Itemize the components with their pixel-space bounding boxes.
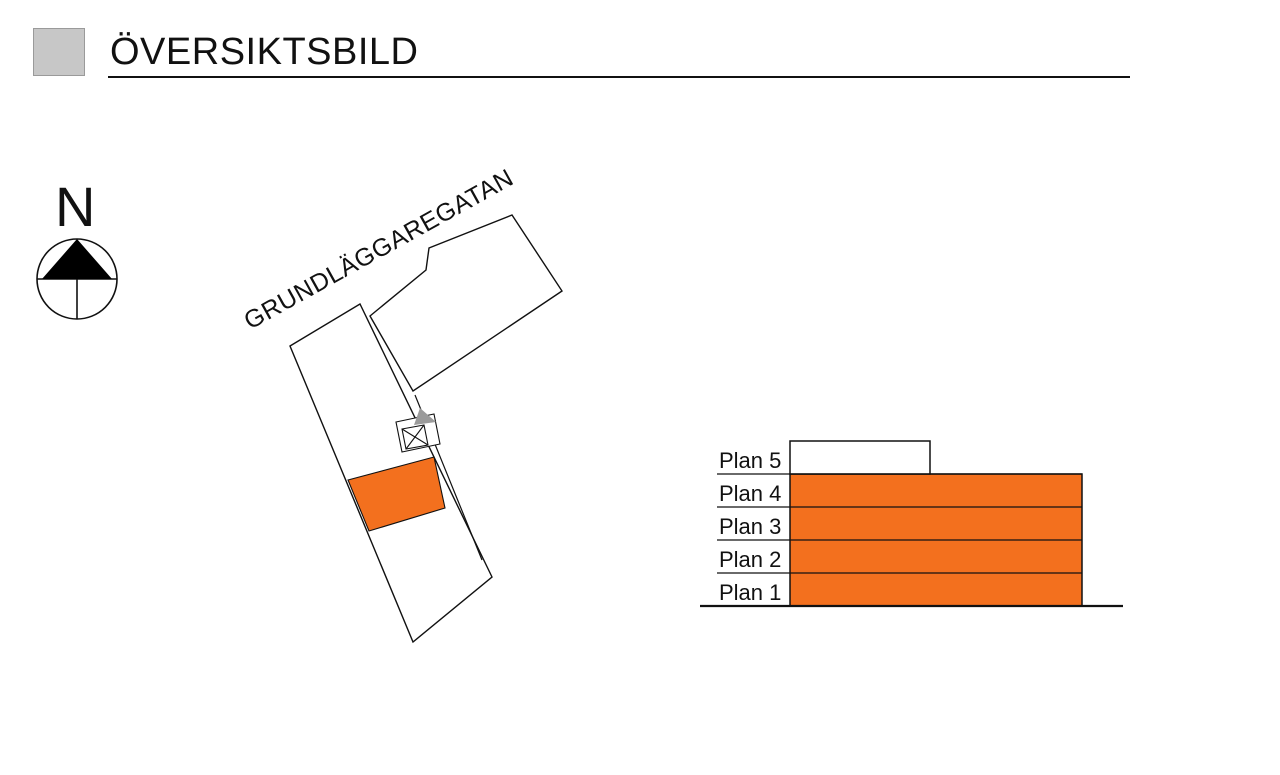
floor-label-plan4: Plan 4 (719, 481, 781, 506)
floor-divider-lines (717, 473, 1082, 574)
building-wing-outline (369, 214, 563, 392)
header-marker-square-fill (33, 28, 85, 76)
compass-north-label: N (55, 175, 95, 238)
compass: N (36, 175, 118, 320)
compass-north-needle (42, 239, 112, 279)
page-title: ÖVERSIKTSBILD (110, 31, 419, 73)
floor-label-plan5: Plan 5 (719, 448, 781, 473)
header-marker-square (33, 28, 85, 76)
site-plan: GRUNDLÄGGAREGATAN (239, 164, 563, 644)
stairwell-x-line-2 (405, 424, 425, 450)
stairwell-marker (395, 413, 441, 453)
floor-label-plan1: Plan 1 (719, 580, 781, 605)
floor-label-plan3: Plan 3 (719, 514, 781, 539)
highlighted-section (347, 456, 446, 532)
building-elevation: Plan 5 Plan 4 Plan 3 Plan 2 Plan 1 (700, 440, 1123, 608)
header-underline (108, 76, 1130, 78)
floor-label-plan2: Plan 2 (719, 547, 781, 572)
compass-rose-icon (36, 238, 118, 320)
entrance-arrow-icon (414, 408, 436, 425)
top-floor-outline (789, 440, 931, 475)
